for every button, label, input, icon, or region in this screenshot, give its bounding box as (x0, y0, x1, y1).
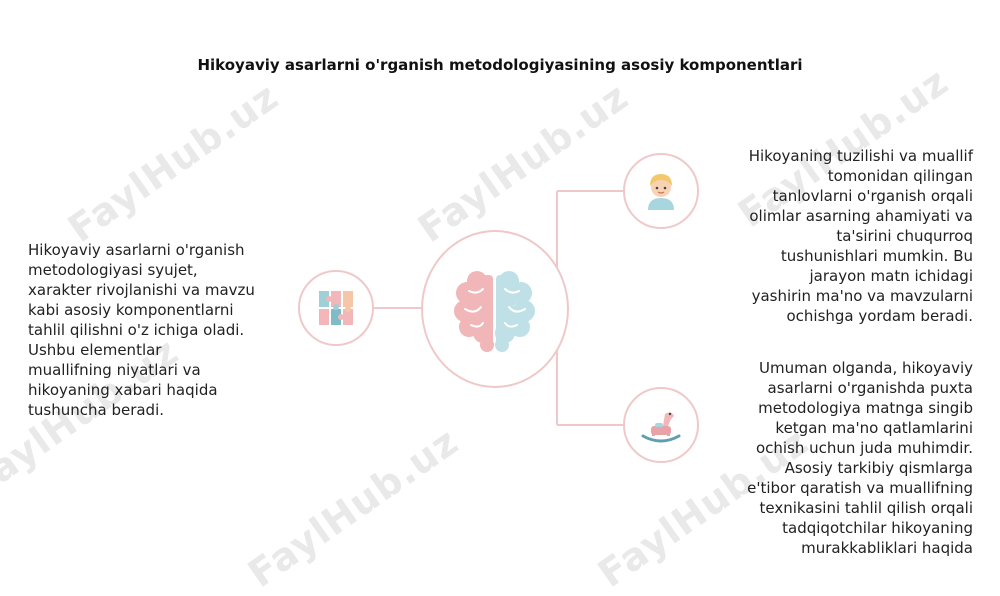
brain-icon (454, 271, 535, 352)
center-circle (421, 230, 569, 388)
page-title: Hikoyaviy asarlarni o'rganish metodologi… (197, 56, 803, 74)
top-right-icon-circle (623, 153, 699, 229)
bottom-right-icon-circle (623, 387, 699, 463)
left-paragraph: Hikoyaviy asarlarni o'rganish metodologi… (28, 241, 255, 419)
puzzle-icon (319, 291, 353, 325)
bottom-right-paragraph: Umuman olganda, hikoyaviy asarlarni o'rg… (747, 359, 973, 557)
rocking-horse-icon (641, 412, 681, 443)
left-icon-circle (298, 270, 374, 346)
top-right-paragraph: Hikoyaning tuzilishi va muallif tomonida… (748, 147, 973, 325)
person-icon (648, 174, 674, 210)
